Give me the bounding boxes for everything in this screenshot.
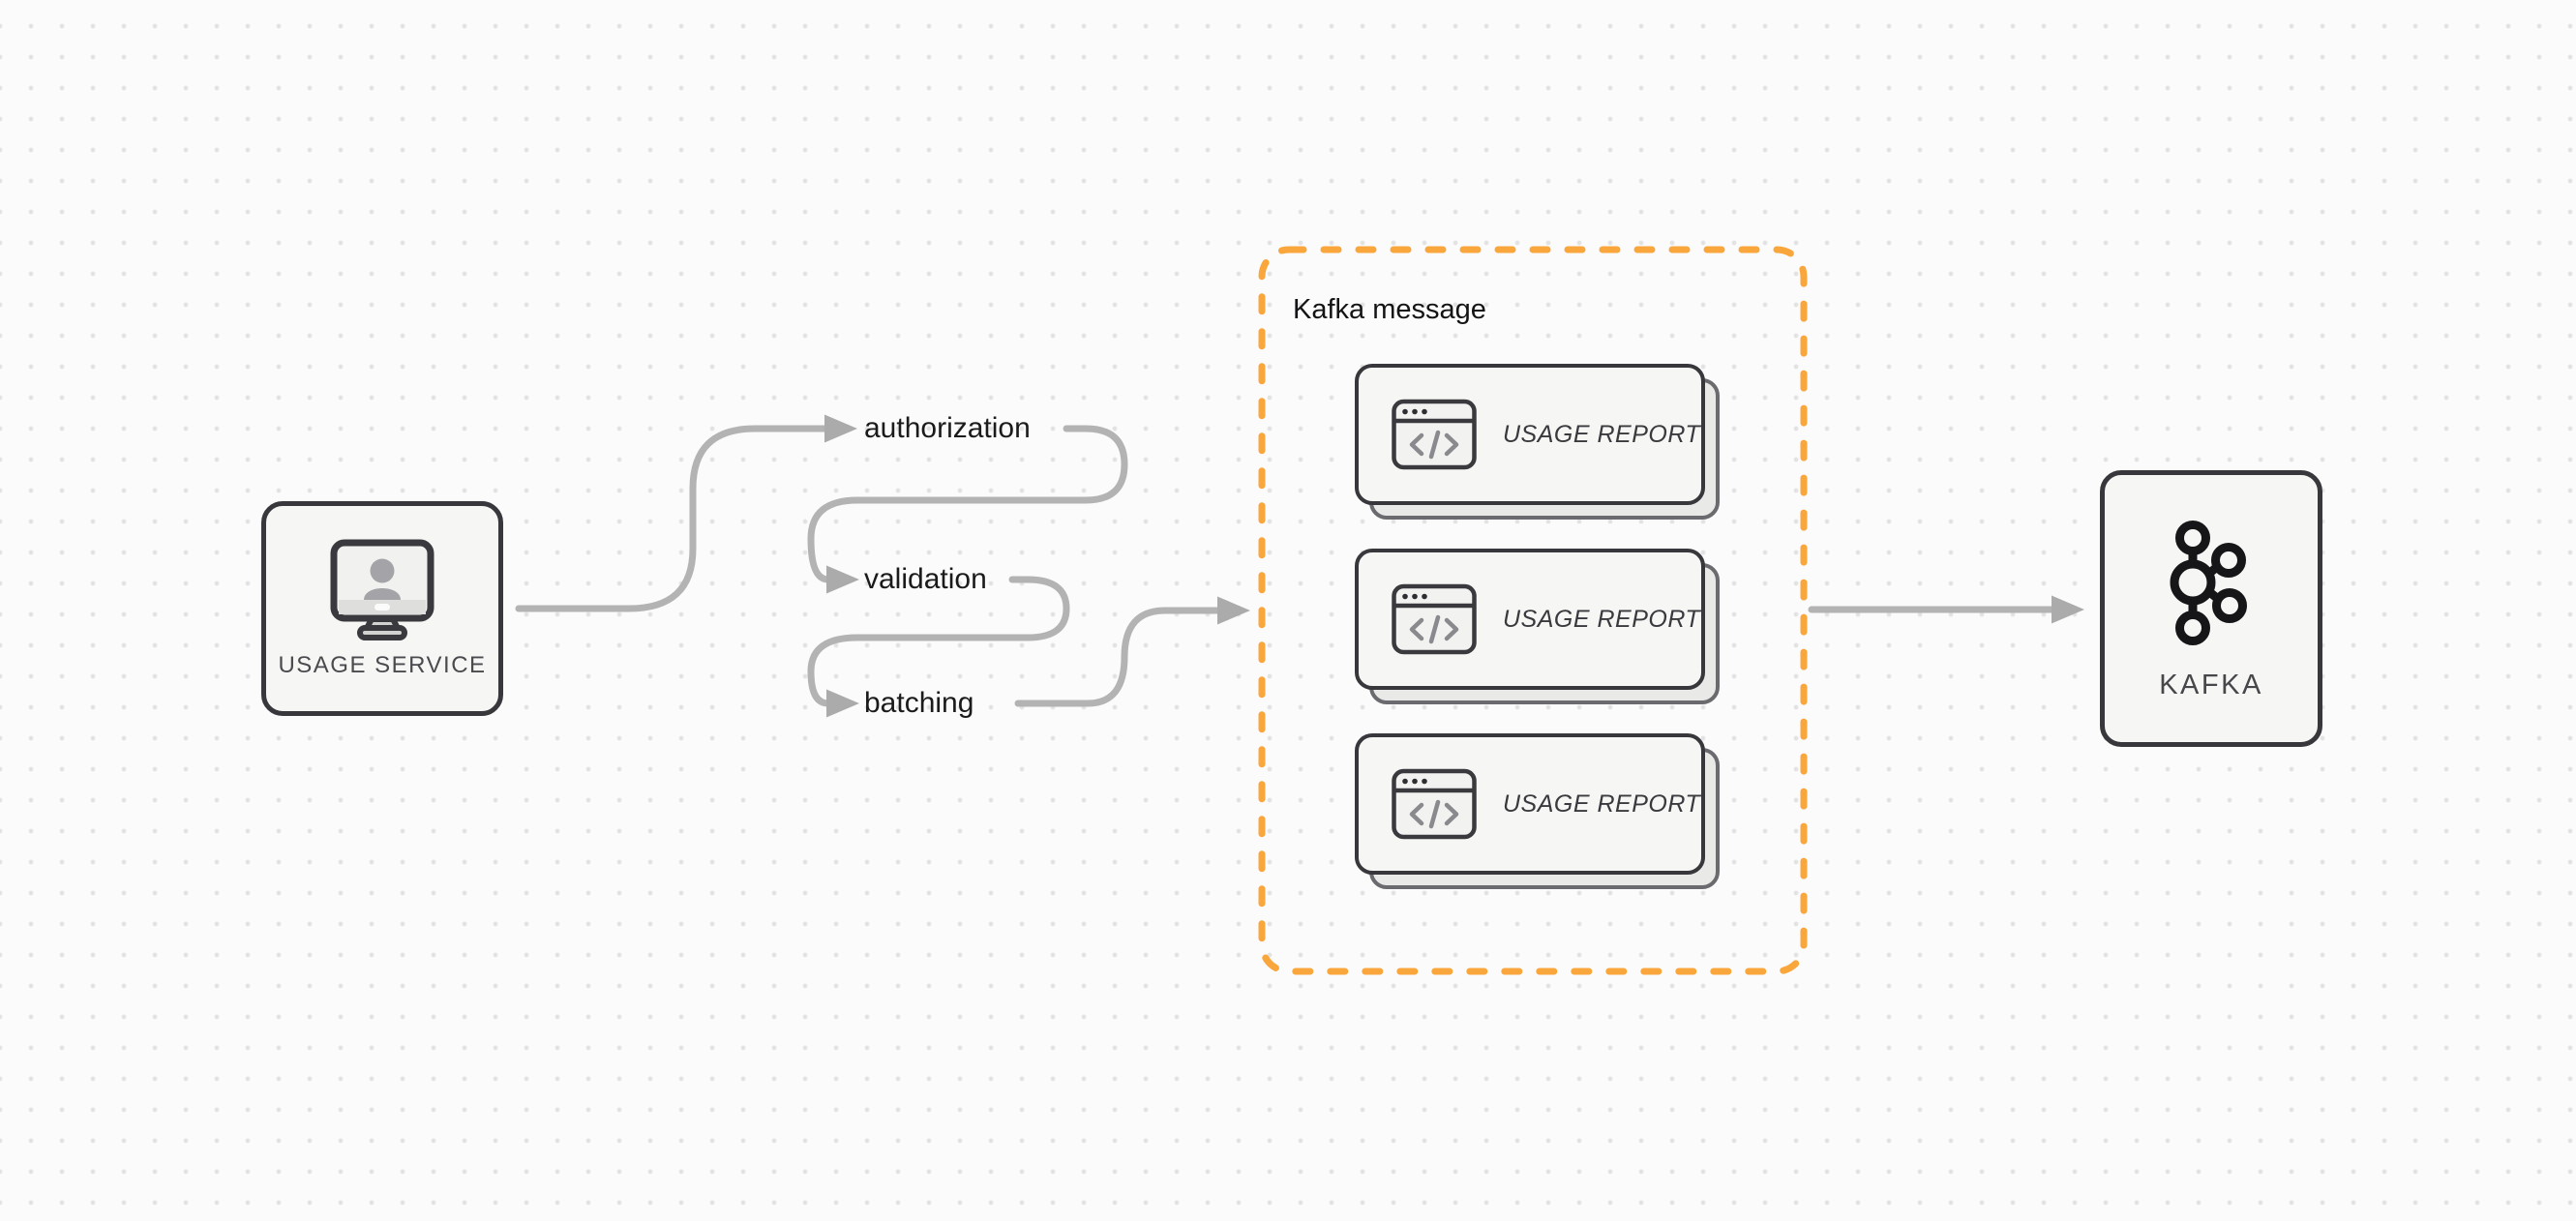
code-window-icon [1392,399,1477,470]
kafka-label: KAFKA [2159,669,2263,700]
usage-report-card[interactable]: USAGE REPORT [1355,364,1720,520]
code-window-icon [1392,583,1477,655]
kafka-logo-icon [2170,520,2247,645]
usage-report-label: USAGE REPORT [1503,420,1701,448]
kafka-message-group-title[interactable]: Kafka message [1293,294,1486,325]
arrow-authorization-to-validation[interactable] [807,425,1128,583]
usage-service-node[interactable]: USAGE SERVICE [261,501,503,716]
kafka-node[interactable]: KAFKA [2100,470,2322,747]
kafka-message-group-border[interactable] [1258,246,1808,975]
usage-report-card[interactable]: USAGE REPORT [1355,549,1720,704]
usage-report-label: USAGE REPORT [1503,789,1701,818]
flow-label-batching[interactable]: batching [864,687,974,719]
flow-label-validation[interactable]: validation [864,563,987,595]
card-front: USAGE REPORT [1355,733,1705,875]
arrowhead-batching [826,689,859,718]
monitor-user-icon [330,539,434,640]
card-front: USAGE REPORT [1355,364,1705,505]
usage-service-label: USAGE SERVICE [278,652,487,678]
code-window-icon [1392,768,1477,840]
arrowhead-kafka [2052,595,2084,624]
arrow-usage-service-to-authorization[interactable] [515,425,828,612]
arrow-validation-to-batching[interactable] [807,576,1070,707]
arrow-batching-to-kafka-message[interactable] [1014,607,1221,707]
arrowhead-validation [826,565,859,594]
usage-report-label: USAGE REPORT [1503,605,1701,633]
arrowhead-kafka-message [1217,596,1250,625]
usage-report-card[interactable]: USAGE REPORT [1355,733,1720,889]
flow-label-authorization[interactable]: authorization [864,412,1031,444]
arrowhead-authorization [824,414,857,443]
card-front: USAGE REPORT [1355,549,1705,690]
